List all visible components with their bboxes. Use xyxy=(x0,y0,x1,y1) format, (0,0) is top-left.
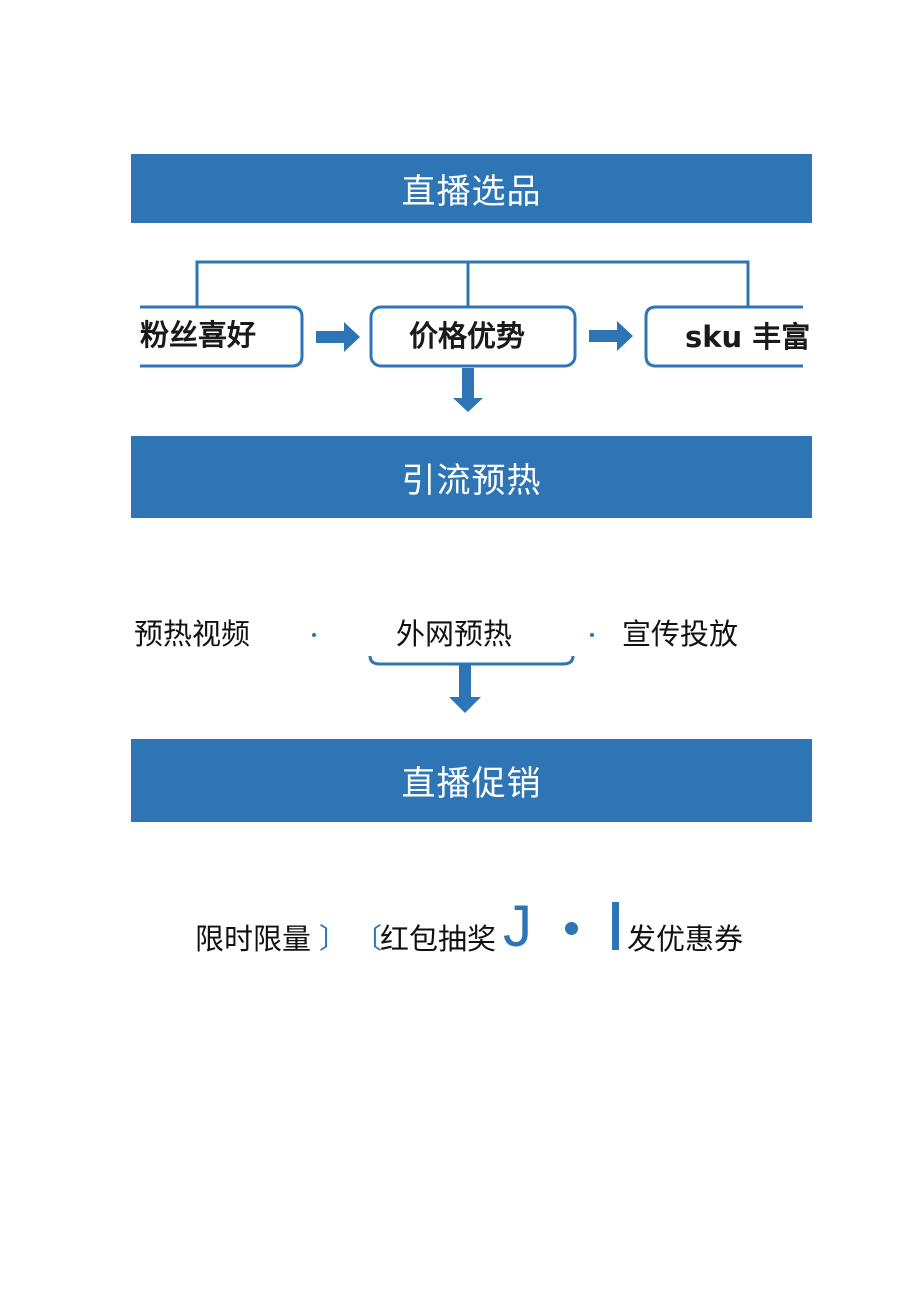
factor-box-price xyxy=(369,305,577,368)
arrow-right-icon xyxy=(589,321,633,351)
arrow-down-icon xyxy=(449,664,481,713)
factor-box-sku xyxy=(644,305,803,368)
stage-banner-warmup: 引流预热 xyxy=(131,436,812,518)
stage-banner-selection: 直播选品 xyxy=(131,154,812,223)
arrow-right-icon xyxy=(316,322,360,352)
bullet-dot-icon xyxy=(312,633,316,637)
factor-box-fans xyxy=(140,305,304,368)
j-glyph: J xyxy=(503,894,532,959)
bullet-dot-icon xyxy=(565,922,578,935)
bar-glyph xyxy=(612,902,619,950)
factor-label-sku: sku 丰富 xyxy=(685,320,811,354)
warmup-item-ads: 宣传投放 xyxy=(622,617,739,651)
factor-connector xyxy=(195,260,750,306)
stage-title: 引流预热 xyxy=(401,460,542,501)
stage-title: 直播选品 xyxy=(401,172,542,212)
factor-label-fans: 粉丝喜好 xyxy=(140,318,257,352)
factor-label-price: 价格优势 xyxy=(409,319,526,353)
warmup-item-external: 外网预热 xyxy=(396,617,513,651)
open-bracket: 〔 xyxy=(354,922,383,955)
warmup-brace xyxy=(368,655,575,666)
promo-item-redpacket: 红包抽奖 xyxy=(380,922,497,956)
arrow-down-icon xyxy=(453,368,483,412)
bullet-dot-icon xyxy=(590,633,594,637)
warmup-item-video: 预热视频 xyxy=(134,617,251,651)
promo-item-coupon: 发优惠券 xyxy=(627,922,744,956)
promo-item-limited: 限时限量 xyxy=(195,922,312,956)
stage-title: 直播促销 xyxy=(401,764,542,804)
stage-banner-promotion: 直播促销 xyxy=(131,739,812,822)
close-bracket: 〕 xyxy=(319,922,348,955)
